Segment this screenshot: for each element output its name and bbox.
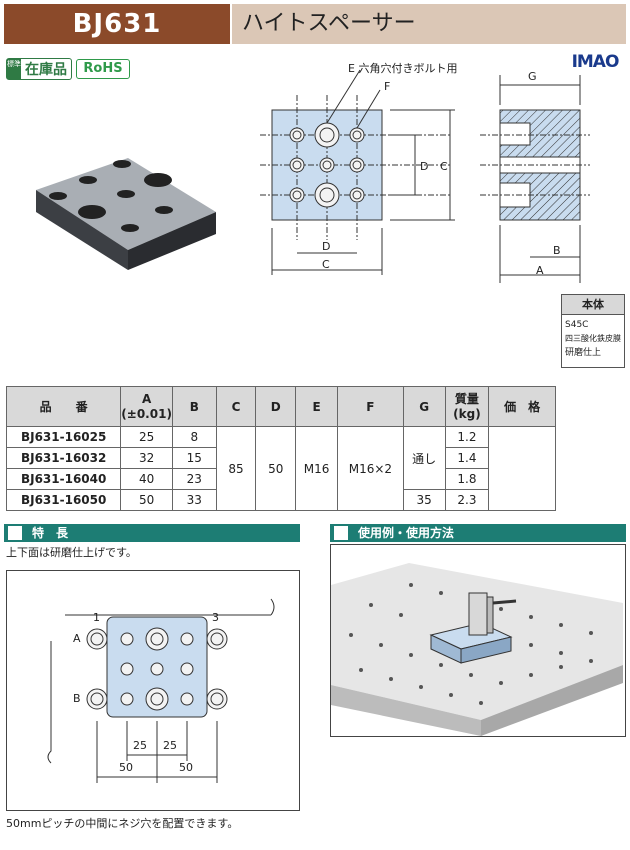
usage-bar: 使用例・使用方法 [330, 524, 626, 542]
stock-badge: 標準 在庫品 [6, 58, 72, 80]
cell-a: 50 [120, 489, 173, 511]
cell-e: M16 [295, 426, 338, 511]
features-text: 上下面は研磨仕上げです。 [6, 546, 137, 559]
section-marker [8, 525, 22, 540]
cell-mass: 1.2 [444, 426, 490, 448]
product-code: BJ631 [4, 4, 230, 44]
b-label: B [553, 244, 561, 257]
col-g: G [402, 386, 446, 427]
col-e: E [295, 386, 338, 427]
material-line: 四三酸化鉄皮膜 [565, 334, 621, 343]
cell-mass: 1.4 [444, 447, 490, 469]
features-bar: 特 長 [4, 524, 300, 542]
dim-50-left: 50 [119, 761, 133, 774]
side-view-drawing [480, 75, 590, 283]
features-title: 特 長 [32, 526, 69, 540]
cell-a: 40 [120, 468, 173, 490]
cell-g: 通し [402, 426, 446, 490]
pitch-row-a: A [73, 632, 81, 645]
part-number: BJ631-16050 [5, 489, 122, 511]
features-footnote: 50mmピッチの中間にネジ穴を配置できます。 [6, 817, 239, 830]
top-view-drawing [260, 69, 455, 275]
material-header: 本体 [562, 295, 624, 315]
cell-b: 8 [171, 426, 217, 448]
d-label-side: D [420, 160, 429, 173]
cell-c: 85 [215, 426, 257, 511]
part-number: BJ631-16032 [5, 447, 122, 469]
cell-mass: 1.8 [444, 468, 490, 490]
table-row: BJ631-16040 40 23 1.8 [5, 468, 556, 490]
part-number: BJ631-16025 [5, 426, 122, 448]
pitch-row-b: B [73, 692, 81, 705]
col-d: D [255, 386, 297, 427]
pitch-diagram [47, 598, 275, 783]
d-label-bottom: D [322, 240, 331, 253]
cell-a: 25 [120, 426, 173, 448]
cell-mass: 2.3 [444, 489, 490, 511]
material-box: 本体 S45C 四三酸化鉄皮膜 研磨仕上 [561, 294, 625, 368]
col-c: C [215, 386, 257, 427]
cell-price [488, 426, 556, 511]
material-line: 研磨仕上 [565, 348, 602, 358]
e-bolt-label: E 六角穴付きボルト用 [348, 62, 458, 75]
c-label-bottom: C [322, 258, 330, 271]
cell-b: 23 [171, 468, 217, 490]
section-marker [334, 525, 348, 540]
col-a: A (±0.01) [120, 386, 173, 427]
product-name: ハイトスペーサー [232, 4, 626, 44]
cell-b: 15 [171, 447, 217, 469]
table-row: BJ631-16050 50 33 35 2.3 [5, 489, 556, 511]
cell-b: 33 [171, 489, 217, 511]
pitch-label-3: 3 [212, 611, 219, 624]
f-label: F [384, 80, 391, 93]
cell-d: 50 [255, 426, 297, 511]
col-mass: 質量 (kg) [444, 386, 490, 427]
dim-25-right: 25 [163, 739, 177, 752]
usage-title: 使用例・使用方法 [358, 526, 455, 540]
stock-badge-text: 在庫品 [25, 62, 67, 78]
table-header-row: 品 番 A (±0.01) B C D E F G 質量 (kg) 価 格 [5, 386, 556, 427]
product-photo [36, 158, 216, 270]
rohs-badge: RoHS [76, 59, 130, 79]
part-number: BJ631-16040 [5, 468, 122, 490]
col-part-no: 品 番 [5, 386, 122, 427]
features-diagram: 1 3 A B 25 25 50 50 [6, 570, 300, 811]
cell-f: M16×2 [337, 426, 404, 511]
usage-illustration [330, 544, 626, 737]
c-label-side: C [440, 160, 448, 173]
g-label: G [528, 70, 537, 83]
usage-scene [331, 563, 623, 736]
a-label: A [536, 264, 544, 277]
pitch-label-1: 1 [93, 611, 100, 624]
table-row: BJ631-16025 25 8 85 50 M16 M16×2 通し 1.2 [5, 426, 556, 511]
col-b: B [171, 386, 217, 427]
col-price: 価 格 [488, 386, 556, 427]
dim-25-left: 25 [133, 739, 147, 752]
cell-g: 35 [402, 489, 446, 511]
brand-logo: IMAO [571, 52, 620, 72]
col-f: F [337, 386, 404, 427]
cell-a: 32 [120, 447, 173, 469]
material-line: S45C [565, 320, 589, 330]
dim-50-right: 50 [179, 761, 193, 774]
spec-table: 品 番 A (±0.01) B C D E F G 質量 (kg) 価 格 BJ… [5, 386, 556, 511]
stock-badge-small: 標準 [7, 59, 21, 79]
